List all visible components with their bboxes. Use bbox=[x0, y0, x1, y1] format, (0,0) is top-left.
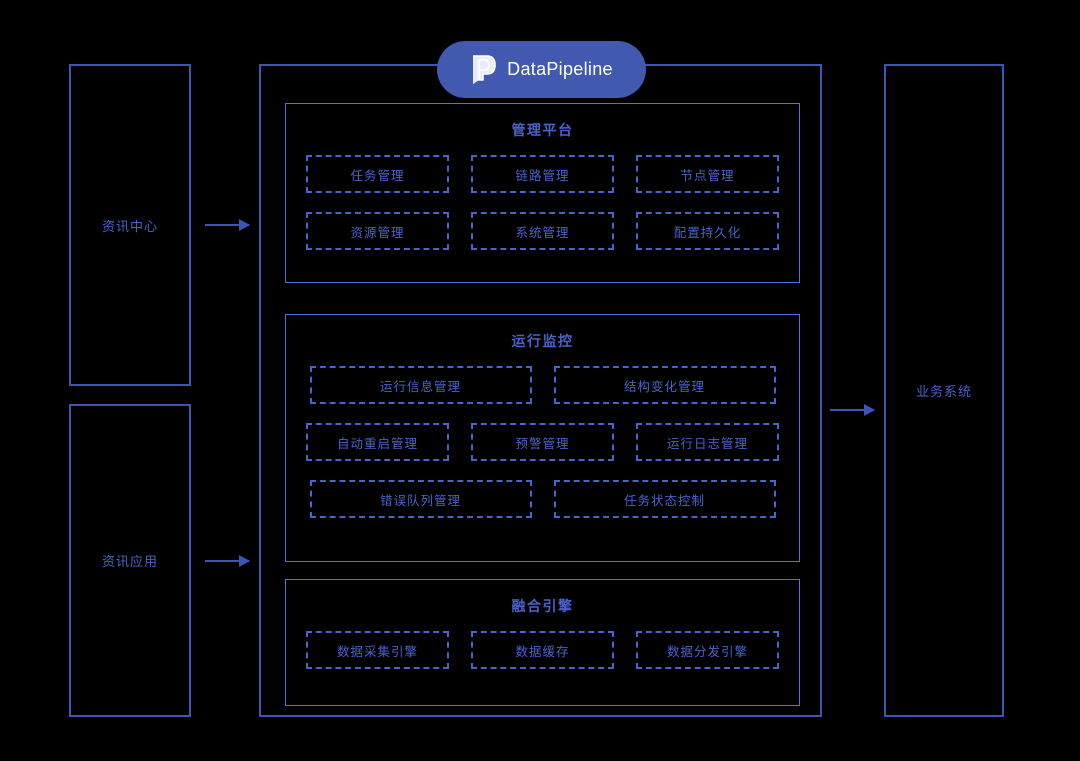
platform-frame: 管理平台 任务管理 链路管理 节点管理 资源管理 系统管理 配置持久化 运行监控… bbox=[259, 64, 822, 717]
module-cell[interactable]: 错误队列管理 bbox=[309, 480, 532, 518]
output-box-business-system-label: 业务系统 bbox=[915, 384, 972, 399]
input-box-info-app: 资讯应用 bbox=[69, 404, 191, 717]
module-cell[interactable]: 节点管理 bbox=[636, 155, 779, 193]
module-cell[interactable]: 系统管理 bbox=[471, 212, 614, 250]
cell-row: 运行信息管理 结构变化管理 bbox=[286, 366, 799, 404]
arrow-right-icon-info-center bbox=[205, 219, 250, 231]
cell-row: 资源管理 系统管理 配置持久化 bbox=[286, 212, 799, 250]
output-box-business-system: 业务系统 bbox=[884, 64, 1004, 717]
module-cell[interactable]: 数据分发引擎 bbox=[636, 631, 779, 669]
module-cell[interactable]: 自动重启管理 bbox=[306, 423, 449, 461]
cell-row: 任务管理 链路管理 节点管理 bbox=[286, 155, 799, 193]
layer-fusion-engine-title: 融合引擎 bbox=[511, 598, 574, 614]
module-cell[interactable]: 任务管理 bbox=[306, 155, 449, 193]
layer-runtime-monitoring-title: 运行监控 bbox=[511, 333, 574, 349]
cell-row: 自动重启管理 预警管理 运行日志管理 bbox=[286, 423, 799, 461]
module-cell[interactable]: 数据缓存 bbox=[471, 631, 614, 669]
module-cell[interactable]: 运行日志管理 bbox=[636, 423, 779, 461]
layer-management-platform-title: 管理平台 bbox=[511, 122, 574, 138]
cell-row: 数据采集引擎 数据缓存 数据分发引擎 bbox=[286, 631, 799, 669]
input-box-info-app-label: 资讯应用 bbox=[101, 554, 158, 569]
layer-runtime-monitoring: 运行监控 运行信息管理 结构变化管理 自动重启管理 预警管理 运行日志管理 错误… bbox=[285, 314, 800, 562]
module-cell[interactable]: 任务状态控制 bbox=[553, 480, 776, 518]
layer-management-platform: 管理平台 任务管理 链路管理 节点管理 资源管理 系统管理 配置持久化 bbox=[285, 103, 800, 283]
module-cell[interactable]: 预警管理 bbox=[471, 423, 614, 461]
module-cell[interactable]: 链路管理 bbox=[471, 155, 614, 193]
input-box-info-center: 资讯中心 bbox=[69, 64, 191, 386]
brand-name: DataPipeline bbox=[507, 59, 613, 79]
layer-fusion-engine: 融合引擎 数据采集引擎 数据缓存 数据分发引擎 bbox=[285, 579, 800, 706]
datapipeline-logo-icon bbox=[470, 54, 496, 86]
module-cell[interactable]: 数据采集引擎 bbox=[306, 631, 449, 669]
module-cell[interactable]: 结构变化管理 bbox=[553, 366, 776, 404]
arrow-right-icon-business bbox=[830, 404, 875, 416]
cell-row: 错误队列管理 任务状态控制 bbox=[286, 480, 799, 518]
module-cell[interactable]: 资源管理 bbox=[306, 212, 449, 250]
arrow-right-icon-info-app bbox=[205, 555, 250, 567]
module-cell[interactable]: 配置持久化 bbox=[636, 212, 779, 250]
module-cell[interactable]: 运行信息管理 bbox=[309, 366, 532, 404]
brand-badge: DataPipeline bbox=[437, 41, 646, 98]
input-box-info-center-label: 资讯中心 bbox=[101, 218, 158, 234]
